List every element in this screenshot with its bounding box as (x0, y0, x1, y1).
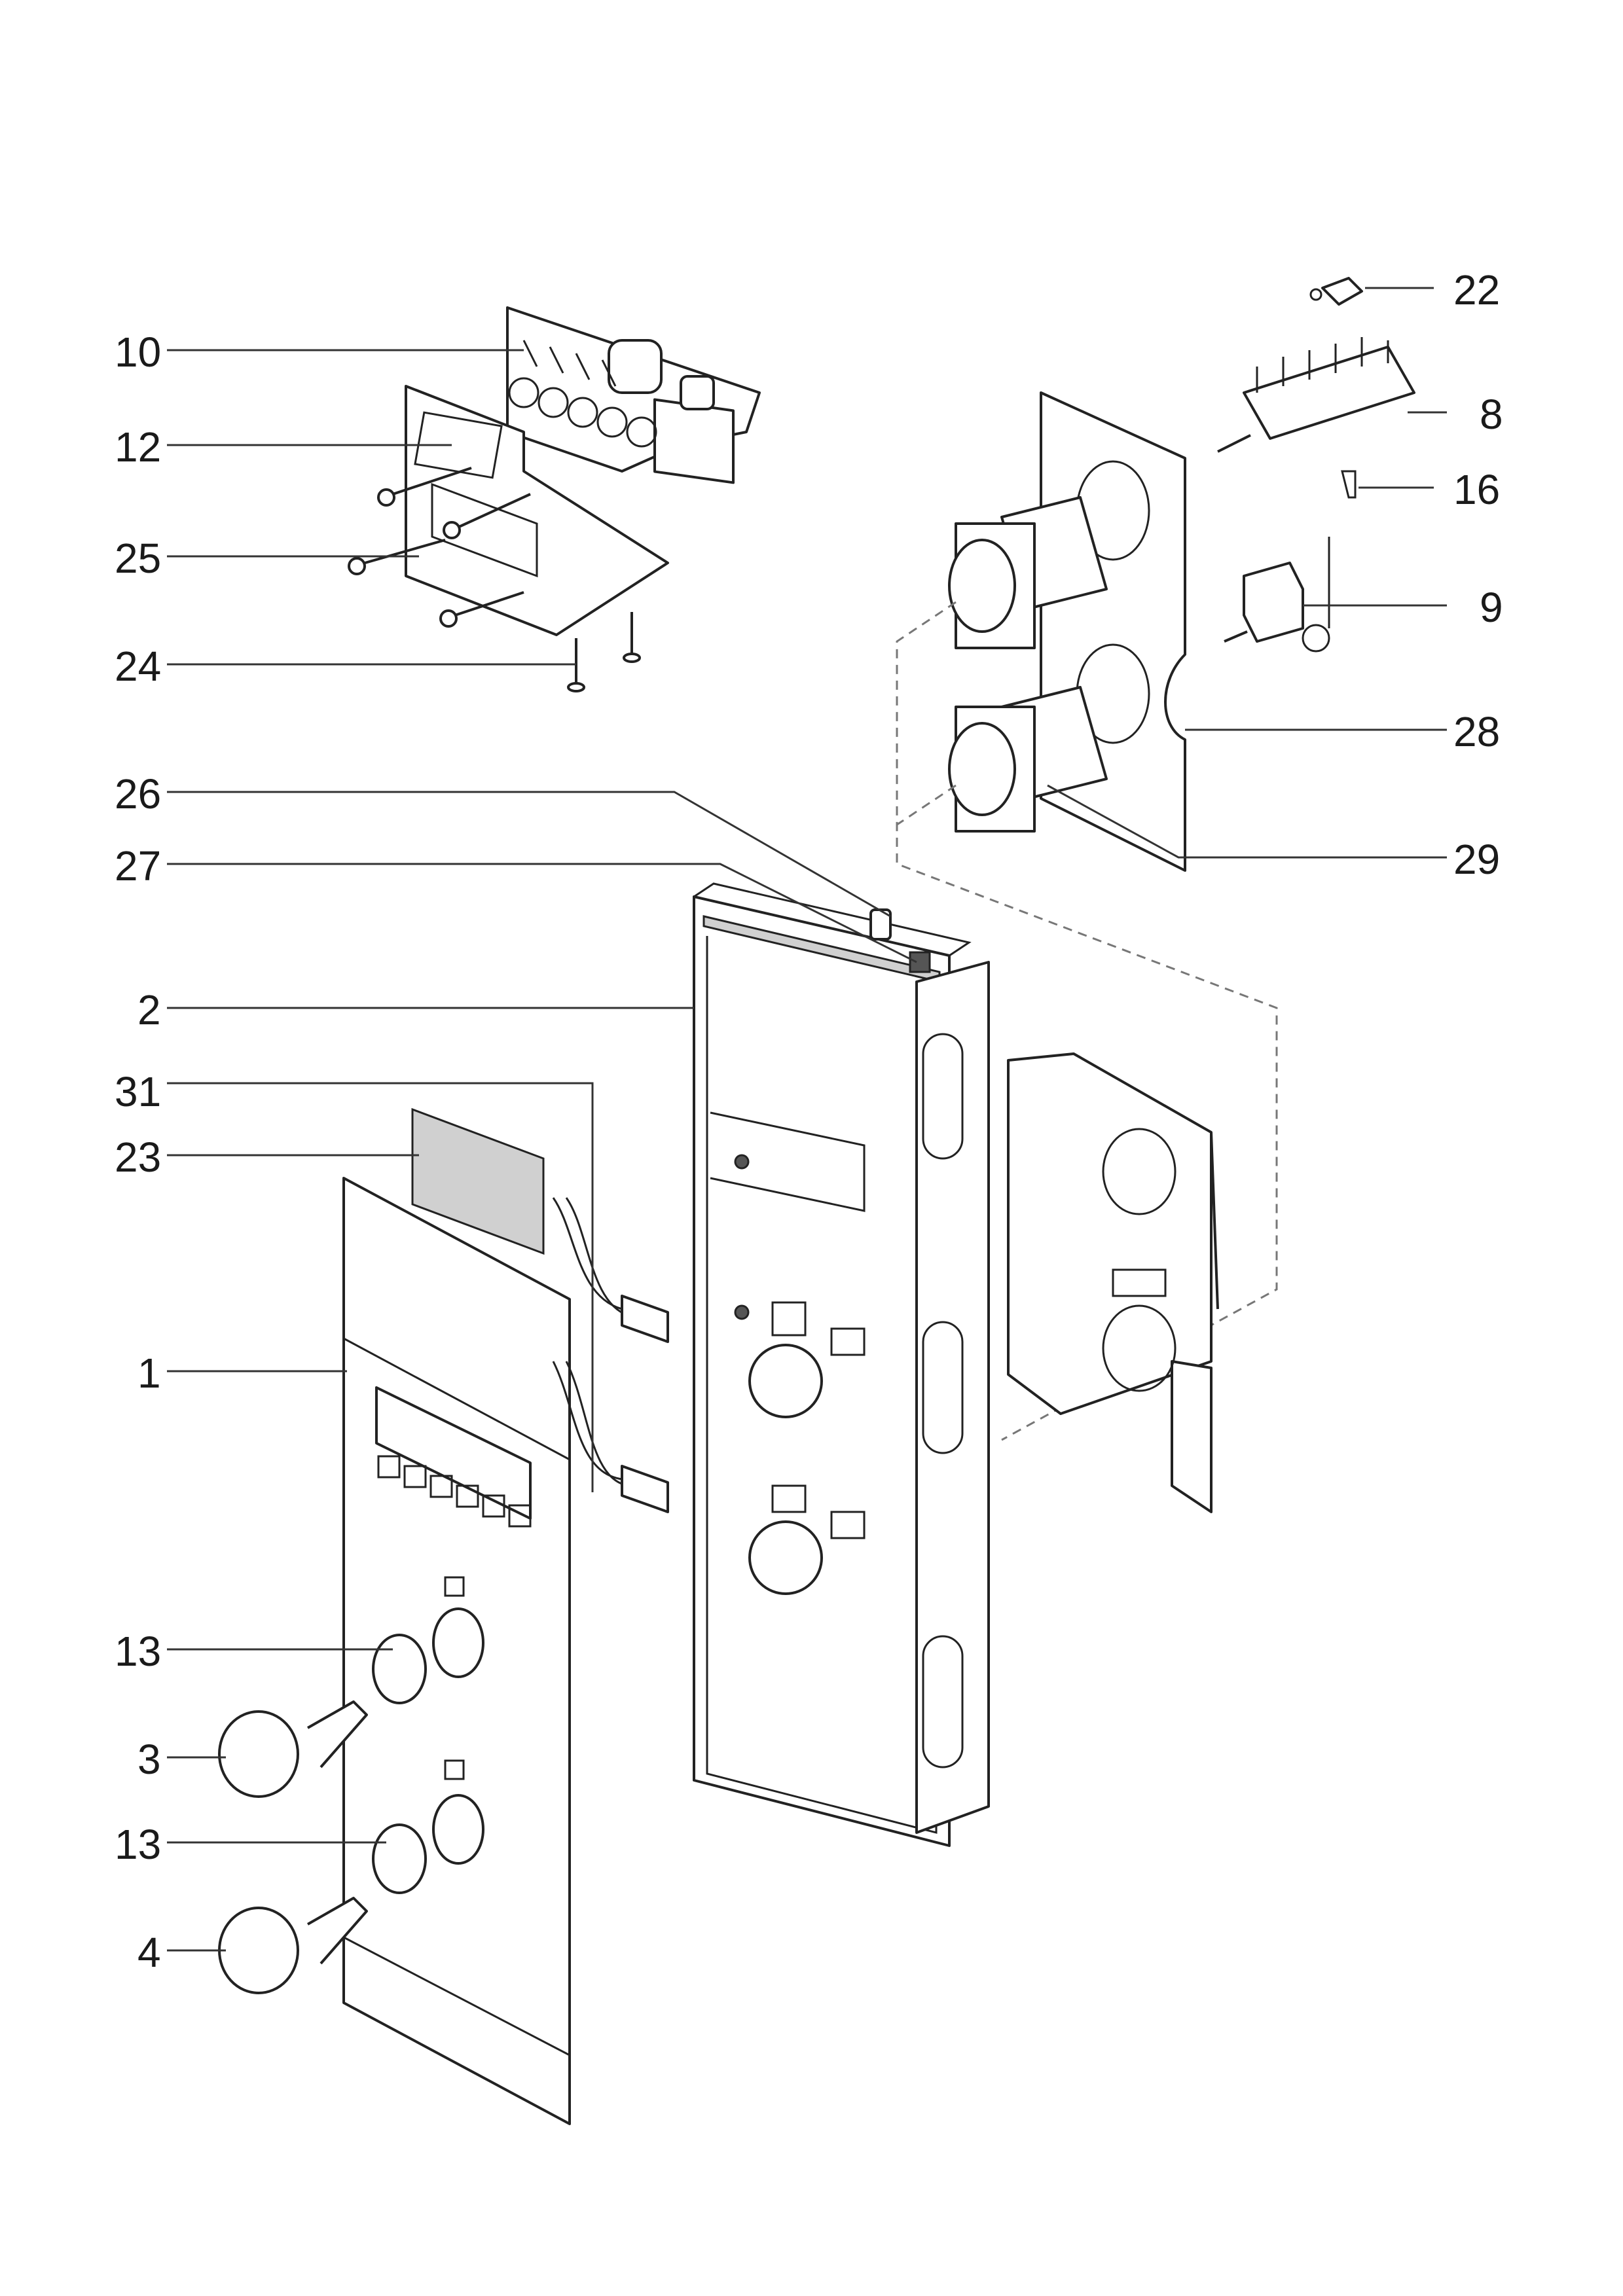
switch-mounting-plate (896, 391, 1278, 1441)
label-3: 3 (137, 1736, 161, 1783)
label-23: 23 (115, 1134, 161, 1181)
label-25: 25 (115, 535, 161, 582)
label-1: 1 (137, 1350, 161, 1397)
label-9: 9 (1480, 584, 1503, 631)
label-4: 4 (137, 1929, 161, 1976)
selector-switch-assembly (1217, 277, 1415, 653)
label-2: 2 (137, 986, 161, 1033)
label-13-upper: 13 (115, 1628, 161, 1675)
label-16: 16 (1453, 466, 1500, 513)
part-labels: 10 12 25 24 26 27 2 31 23 1 13 3 13 4 22… (115, 266, 1503, 1976)
side-mounting-bracket (1007, 1052, 1219, 1513)
label-13-lower: 13 (115, 1821, 161, 1868)
front-control-panel (218, 1107, 571, 2125)
label-24: 24 (115, 643, 161, 690)
label-27: 27 (115, 842, 161, 889)
control-panel-frame (693, 882, 990, 1847)
label-10: 10 (115, 329, 161, 376)
wire-harness (552, 1197, 669, 1513)
leader-lines (167, 287, 1447, 1952)
label-22: 22 (1453, 266, 1500, 314)
label-8: 8 (1480, 391, 1503, 438)
label-26: 26 (115, 770, 161, 817)
label-12: 12 (115, 423, 161, 471)
label-28: 28 (1453, 708, 1500, 755)
label-29: 29 (1453, 836, 1500, 883)
control-board-assembly (348, 306, 761, 692)
label-31: 31 (115, 1068, 161, 1115)
